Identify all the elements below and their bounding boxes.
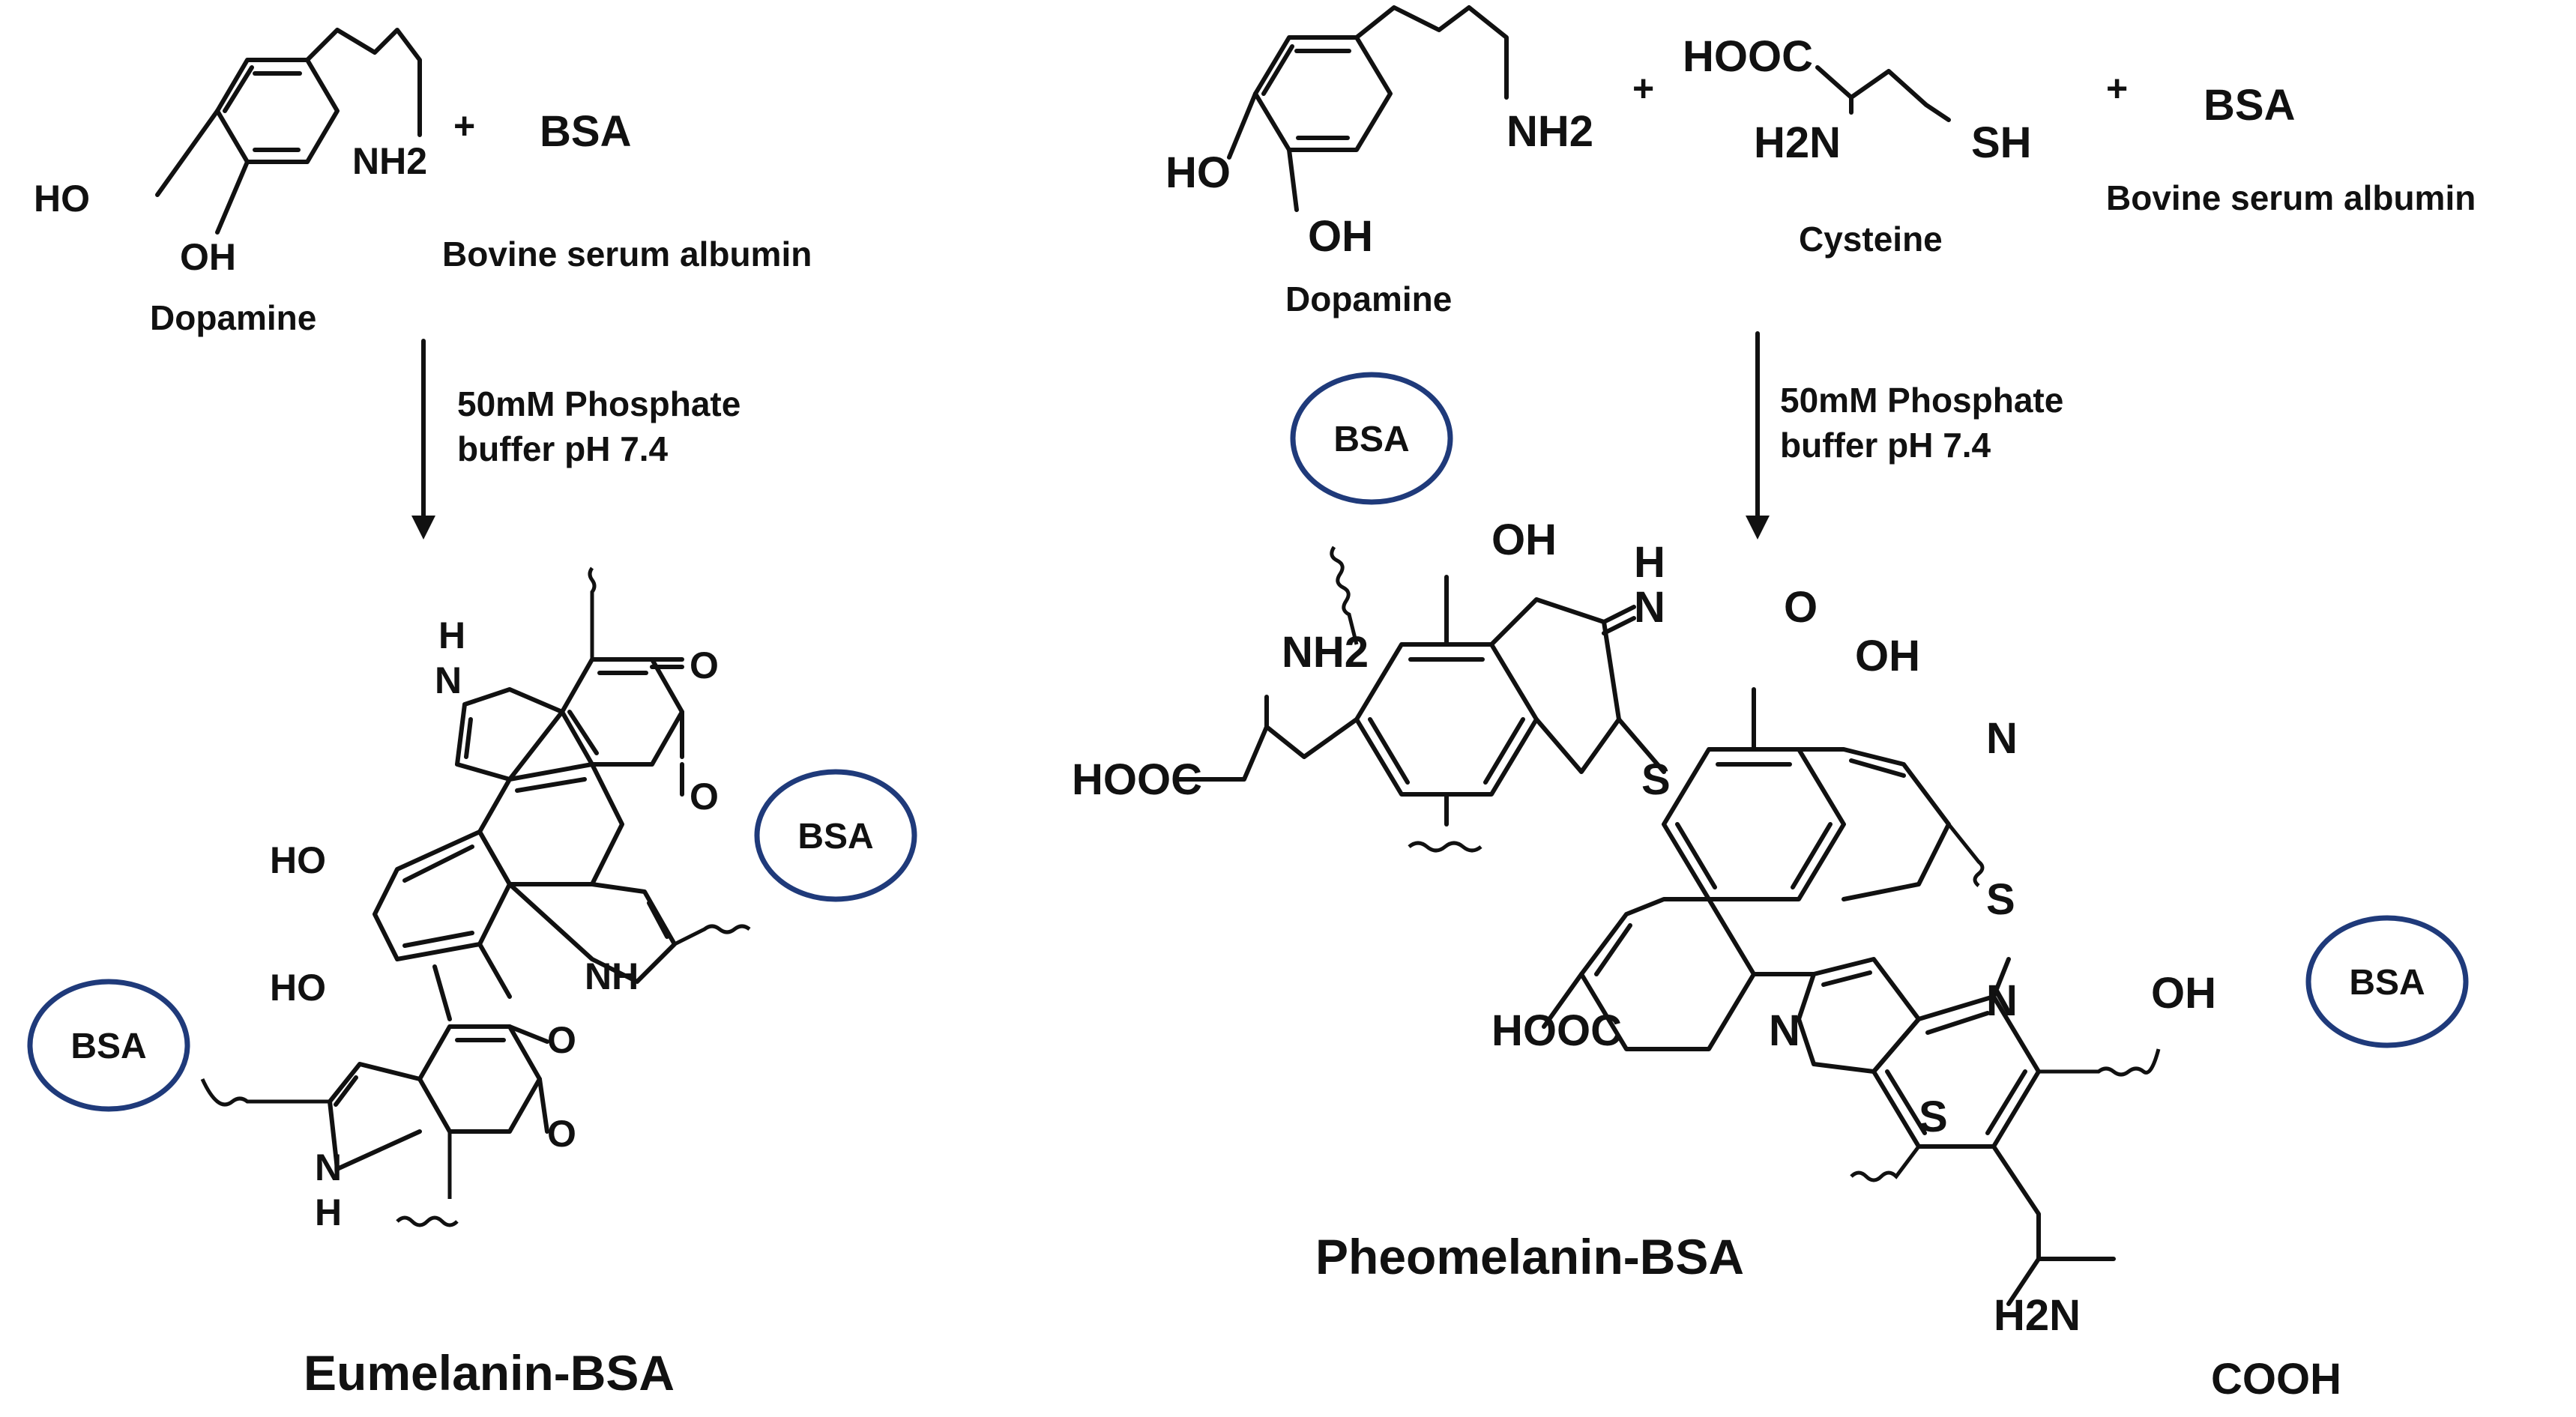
cysteine-hooc: HOOC [1683, 32, 1813, 81]
left-dopamine-ho: HO [34, 178, 90, 220]
pheo-bsa-right-badge: BSA [2305, 915, 2469, 1048]
pheo-s2: S [1986, 875, 2015, 924]
pheo-n3: N [1769, 1006, 1800, 1055]
eu-o1: O [690, 644, 719, 686]
eumelanin-title: Eumelanin-BSA [304, 1345, 675, 1401]
pheo-s1: S [1641, 755, 1671, 804]
eu-nh-mid: NH [585, 955, 639, 997]
eu-ho2: HO [270, 967, 326, 1009]
pheo-h2n: H2N [1994, 1291, 2081, 1340]
eu-bsa-left-label: BSA [70, 1027, 146, 1066]
eumelanin-structure [200, 567, 751, 1227]
right-condition-line2: buffer pH 7.4 [1780, 426, 1991, 465]
pheo-bsa-top-badge: BSA [1290, 372, 1453, 505]
cysteine-sh: SH [1971, 118, 2032, 167]
left-reaction-arrow [411, 339, 435, 540]
pheo-hooc1: HOOC [1072, 755, 1202, 804]
right-dopamine-label: Dopamine [1285, 280, 1452, 318]
right-dopamine-oh: OH [1308, 212, 1373, 261]
pheo-n4: N [1986, 976, 2018, 1025]
left-condition-line2: buffer pH 7.4 [457, 429, 669, 468]
eu-h-bottom: H [315, 1191, 342, 1233]
pheo-n2: N [1986, 714, 2018, 763]
pheo-s3: S [1919, 1093, 1948, 1141]
pheo-bsa-top-label: BSA [1333, 420, 1409, 459]
left-bsa-reactant: BSA [540, 107, 631, 156]
eu-n-bottom: N [315, 1146, 342, 1188]
pheomelanin-structure [1174, 546, 2161, 1306]
eu-bsa-right-label: BSA [797, 817, 873, 856]
pheo-oh1: OH [1491, 516, 1557, 564]
left-dopamine-structure [155, 28, 422, 235]
right-bsa-fullname: Bovine serum albumin [2106, 178, 2476, 217]
pheo-cooh: COOH [2211, 1355, 2341, 1404]
right-bsa-reactant: BSA [2204, 81, 2295, 130]
pheomelanin-title: Pheomelanin-BSA [1315, 1229, 1744, 1284]
cysteine-structure [1815, 65, 1951, 122]
right-dopamine-structure [1227, 5, 1509, 212]
pheo-oh2: OH [1855, 632, 1920, 680]
eu-bsa-left-badge: BSA [27, 979, 190, 1112]
eu-nh-top-n: N [435, 659, 462, 701]
eu-o4: O [547, 1113, 576, 1155]
eu-o3: O [547, 1019, 576, 1061]
cysteine-h2n: H2N [1754, 118, 1841, 167]
right-dopamine-nh2: NH2 [1506, 107, 1593, 156]
pheo-o1: O [1784, 583, 1818, 632]
pheo-bsa-right-label: BSA [2349, 963, 2425, 1003]
cysteine-label: Cysteine [1799, 220, 1943, 259]
right-reaction-arrow [1746, 331, 1770, 540]
left-plus: + [453, 105, 475, 147]
left-condition-line1: 50mM Phosphate [457, 384, 740, 423]
right-dopamine-ho: HO [1165, 148, 1231, 197]
left-dopamine-label: Dopamine [150, 298, 316, 337]
right-condition-line1: 50mM Phosphate [1780, 381, 2063, 420]
pheo-oh3: OH [2151, 969, 2216, 1018]
pheo-h: H [1634, 538, 1665, 587]
left-bsa-fullname: Bovine serum albumin [442, 235, 812, 274]
left-dopamine-oh: OH [180, 236, 236, 278]
pheo-hooc2: HOOC [1491, 1006, 1622, 1055]
eu-o2: O [690, 776, 719, 818]
eu-ho1: HO [270, 839, 326, 881]
eu-nh-top-h: H [438, 614, 465, 656]
right-plus-2: + [2106, 67, 2128, 109]
right-plus-1: + [1632, 67, 1654, 109]
left-dopamine-nh2: NH2 [352, 140, 427, 182]
pheo-n1: N [1634, 583, 1665, 632]
eu-bsa-right-badge: BSA [754, 769, 917, 902]
pheo-nh2: NH2 [1282, 628, 1369, 677]
